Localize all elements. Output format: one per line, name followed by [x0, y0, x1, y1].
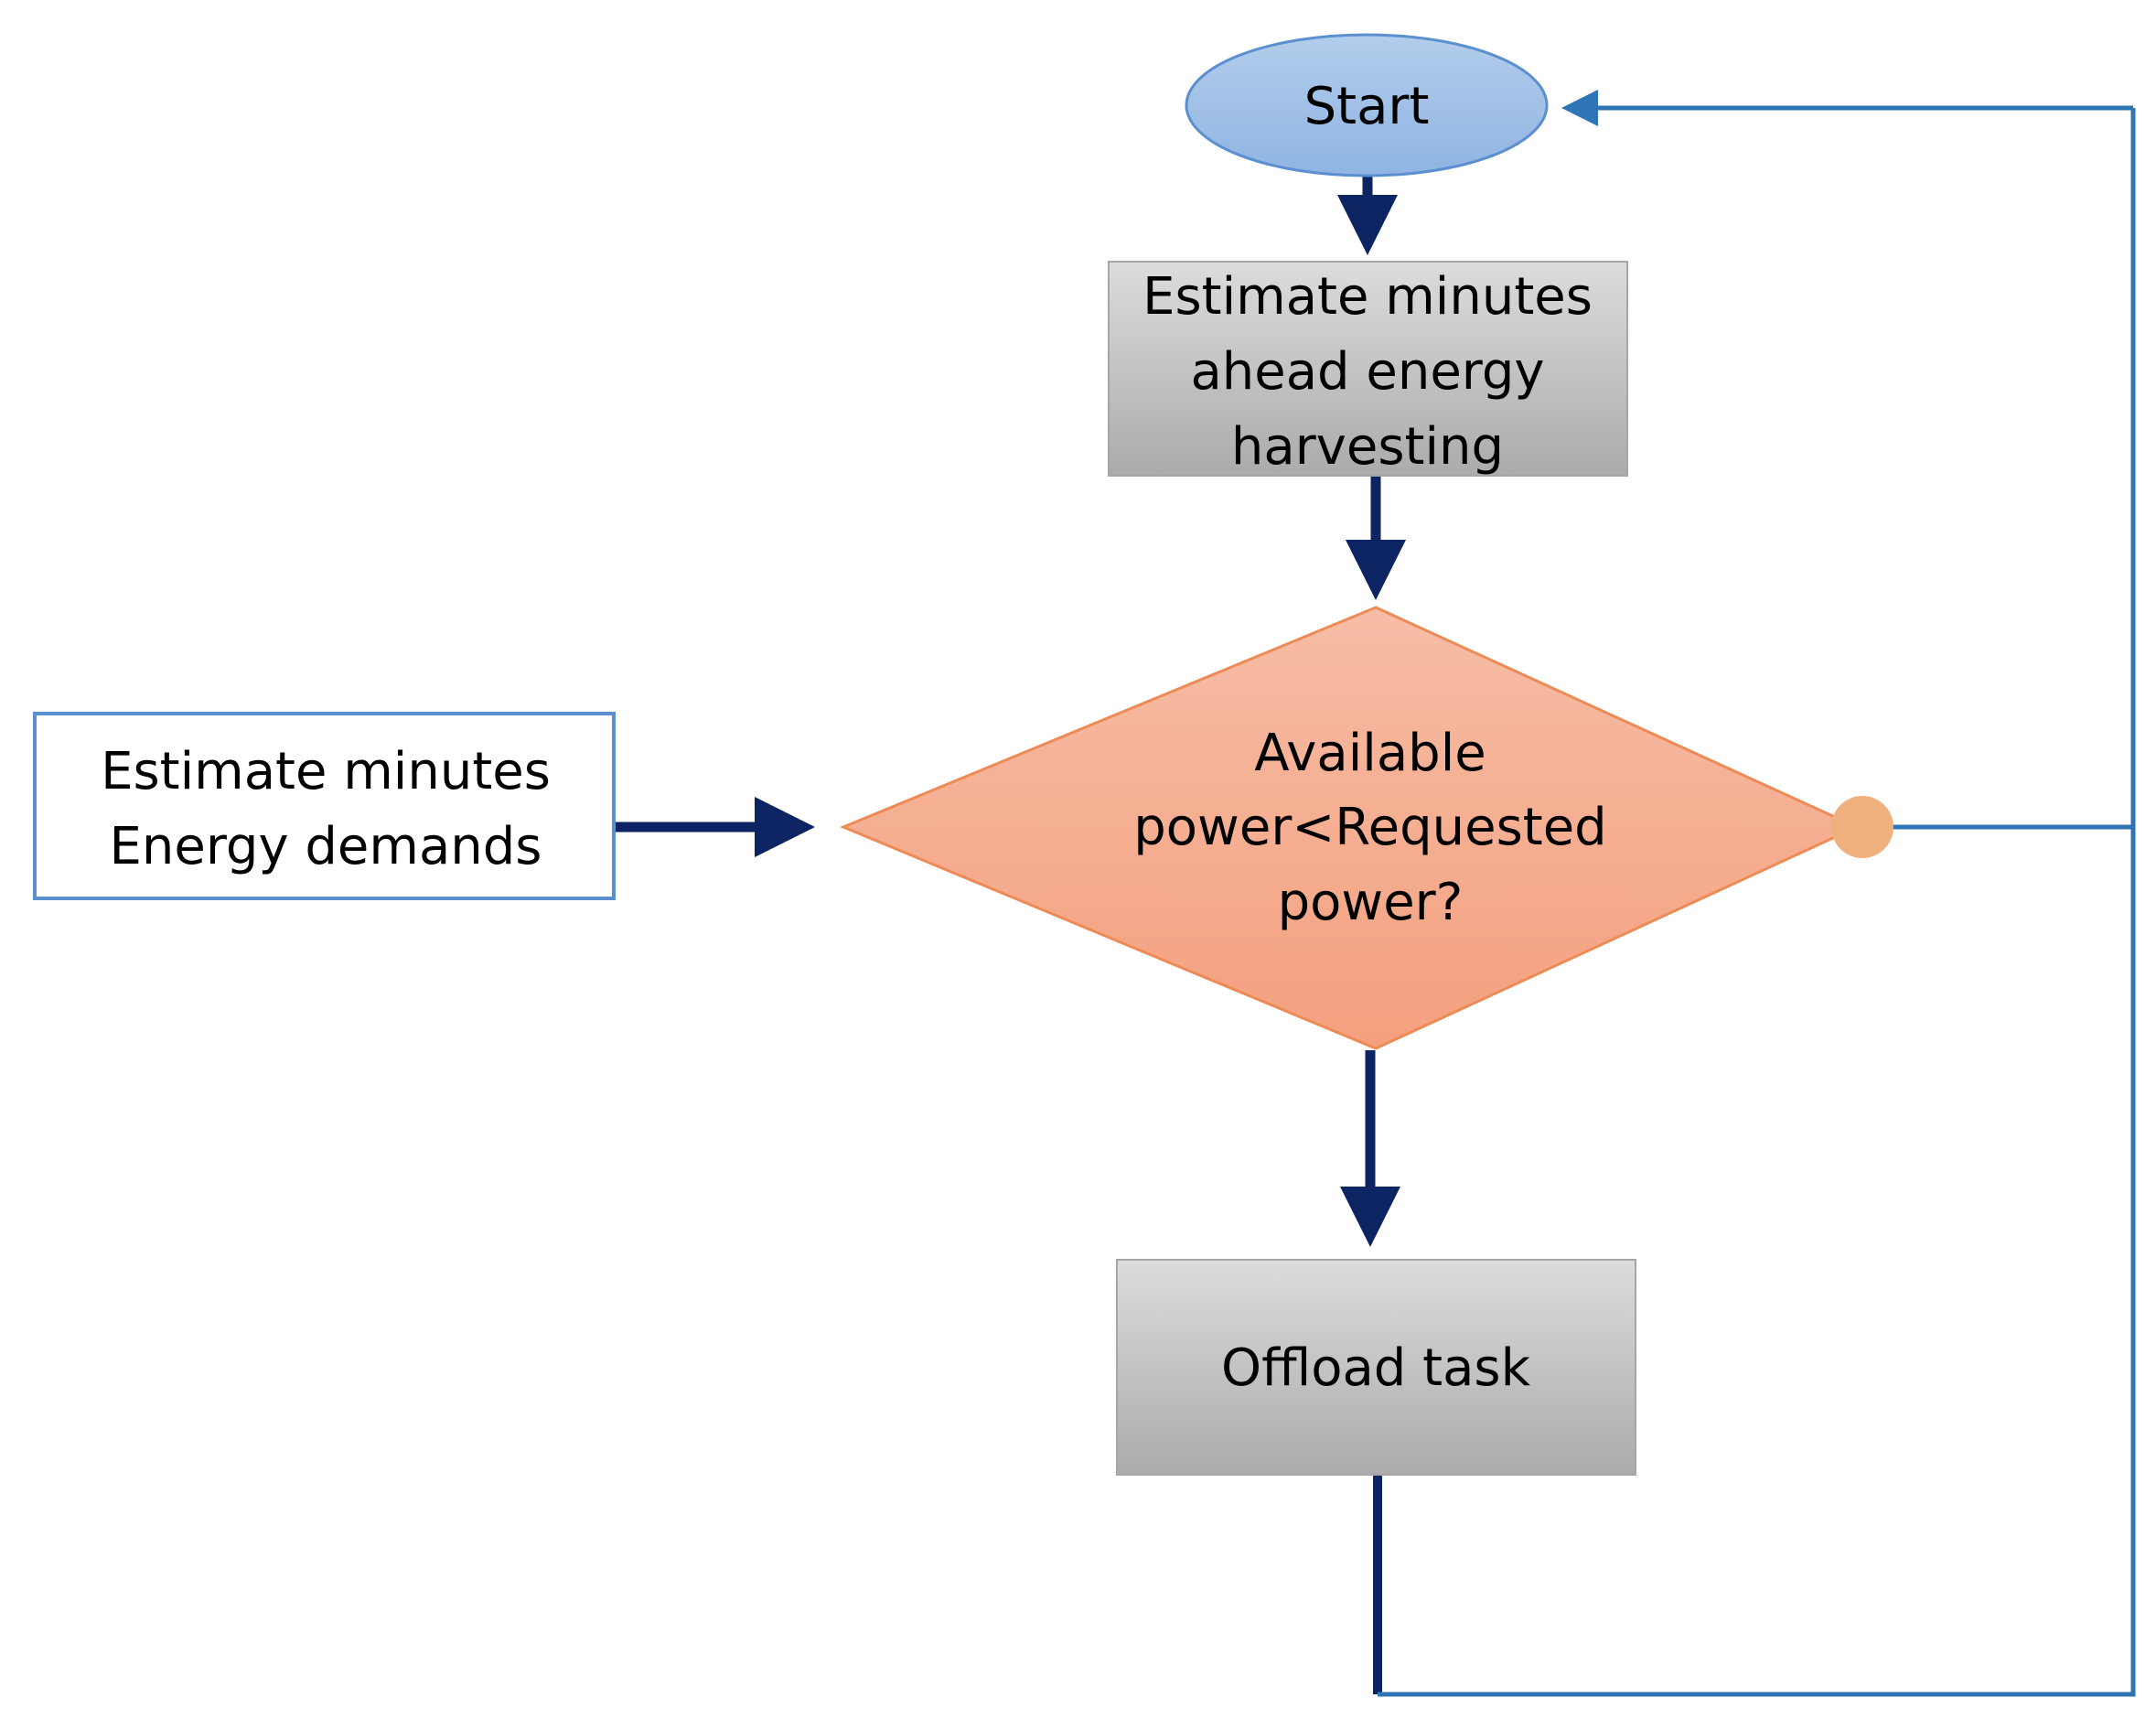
harvesting-label-line-2: ahead energy	[1190, 342, 1544, 402]
start-node: Start	[1185, 33, 1549, 177]
decision-label-line-2: power<Requested	[1133, 798, 1606, 857]
harvesting-label-line-1: Estimate minutes	[1142, 267, 1593, 327]
demands-label-line-1: Estimate minutes	[101, 742, 551, 801]
estimate-demands-node: Estimate minutes Energy demands	[33, 712, 616, 900]
offload-task-node: Offload task	[1116, 1259, 1636, 1476]
decision-label-line-3: power?	[1278, 873, 1464, 932]
decision-label-line-1: Available	[1254, 724, 1486, 783]
harvesting-label-line-3: harvesting	[1231, 417, 1504, 477]
decision-connector-dot	[1831, 796, 1893, 858]
decision-node: Available power<Requested power?	[840, 606, 1893, 1050]
connectors	[615, 90, 2136, 1697]
estimate-harvesting-node: Estimate minutes ahead energy harvesting	[1108, 261, 1628, 477]
offload-label: Offload task	[1221, 1338, 1531, 1398]
start-label: Start	[1304, 77, 1430, 136]
demands-label-line-2: Energy demands	[110, 817, 542, 876]
loop-back-line	[1378, 108, 2136, 1697]
